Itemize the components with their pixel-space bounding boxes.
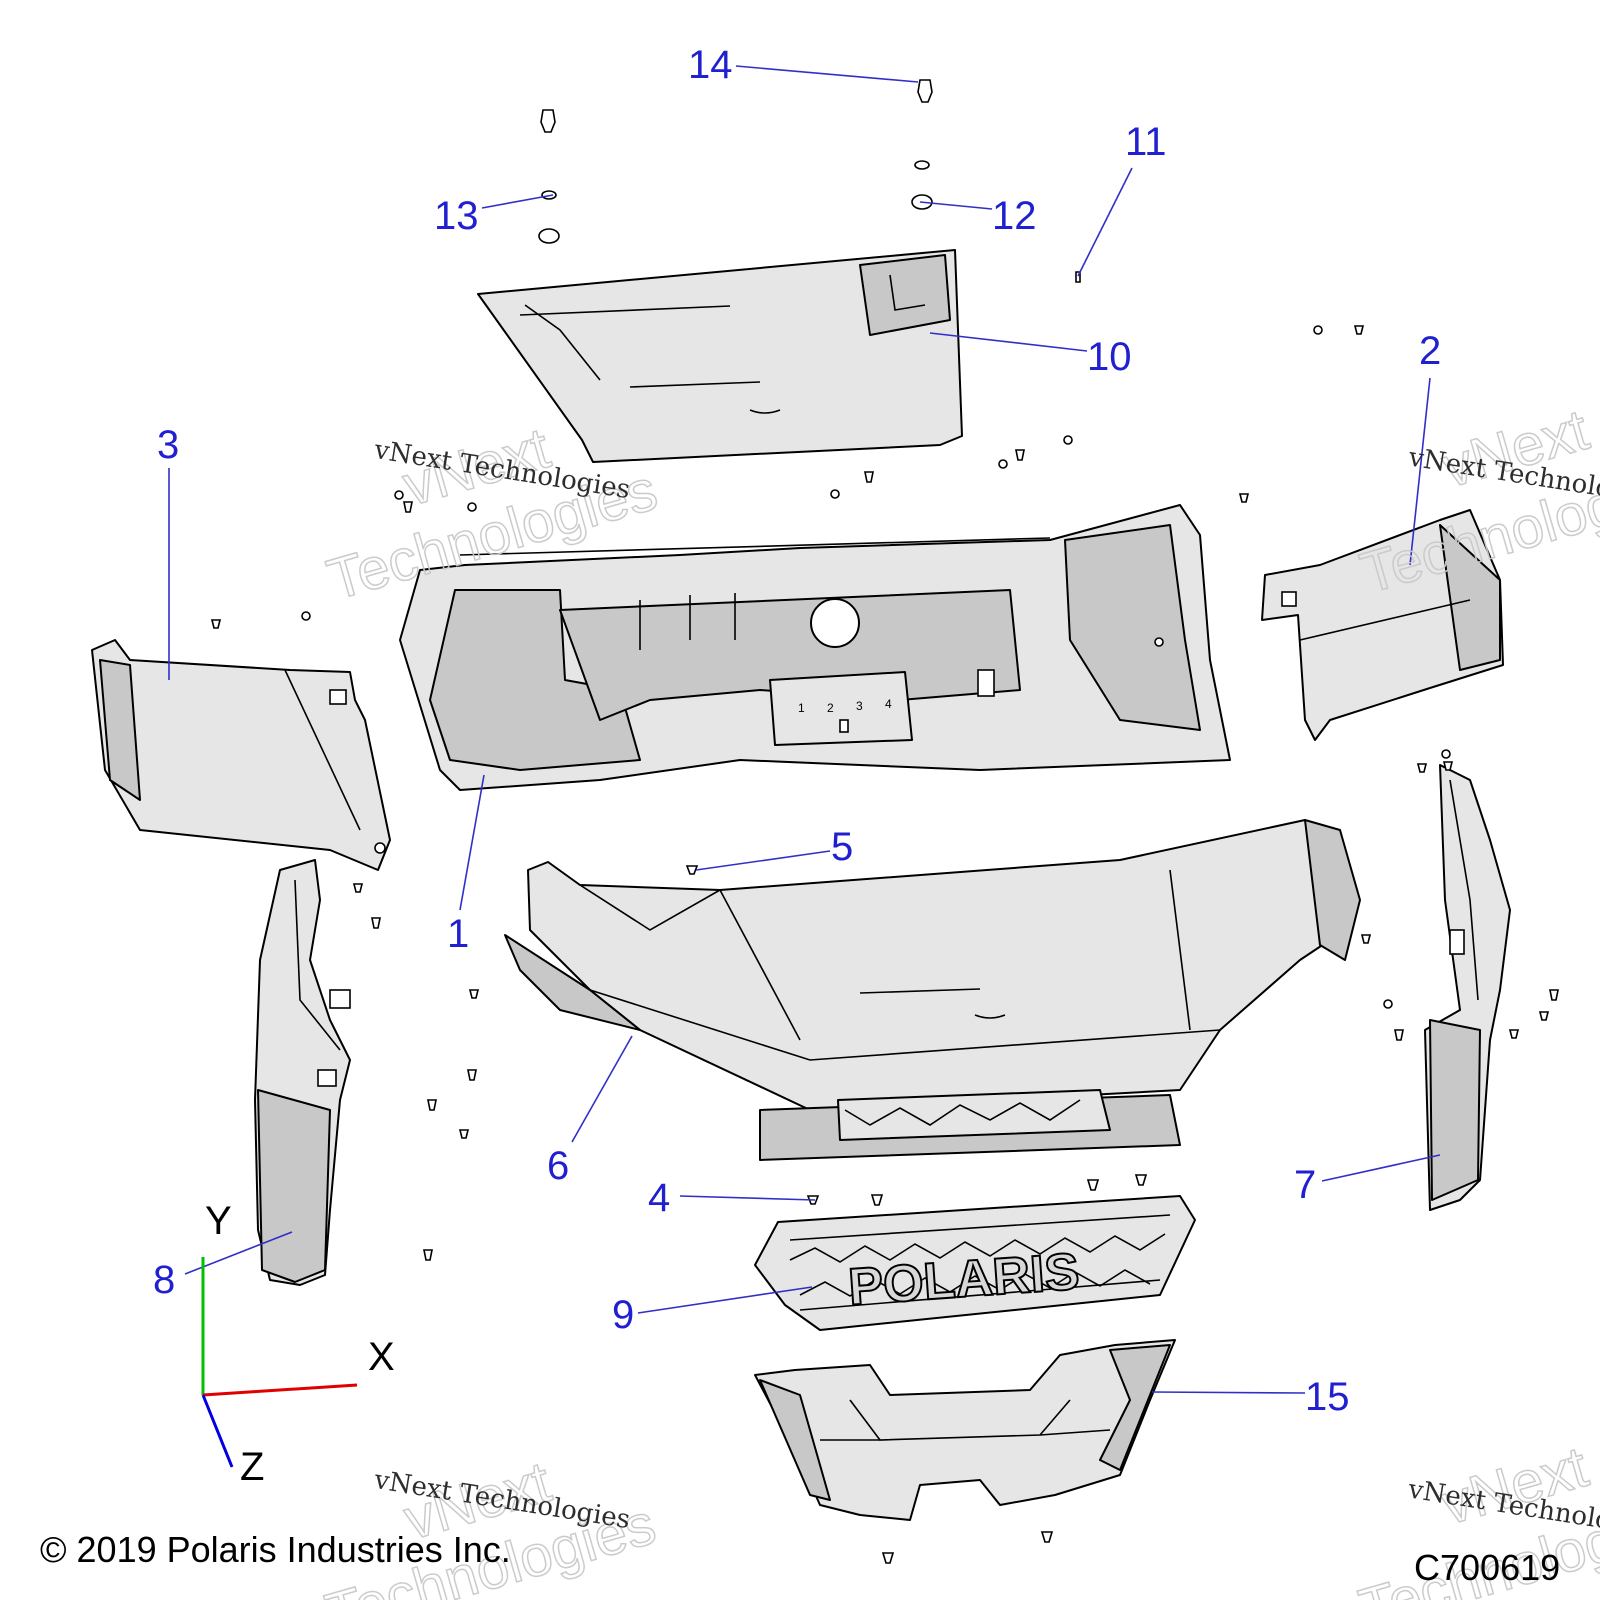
z-axis-line [201,1394,234,1468]
plate-digit-3: 3 [856,699,863,713]
skid-plate-part-15 [754,1339,1176,1521]
callout-14: 14 [688,43,733,87]
front-fascia-part-6 [504,819,1361,1161]
callout-8: 8 [153,1258,175,1302]
callout-1: 1 [447,912,469,956]
axis-label-x: X [368,1335,395,1379]
callout-9: 9 [612,1293,634,1337]
callout-11: 11 [1125,120,1167,164]
callout-4: 4 [648,1176,670,1220]
callout-2: 2 [1419,329,1441,373]
callout-10: 10 [1087,335,1132,379]
plate-digit-4: 4 [885,697,892,711]
callout-12: 12 [992,194,1037,238]
plate-digit-1: 1 [798,701,805,715]
callout-15: 15 [1305,1375,1350,1419]
callout-13: 13 [434,194,479,238]
callouts: 1 2 3 4 5 6 7 8 9 10 11 12 13 14 15 [153,43,1441,1419]
callout-7: 7 [1294,1163,1316,1207]
copyright-text: © 2019 Polaris Industries Inc. [40,1529,511,1570]
fasteners [210,79,1559,1564]
axis-label-y: Y [205,1199,232,1243]
plate-digit-2: 2 [827,701,834,715]
left-fender-part-8 [254,859,351,1286]
callout-5: 5 [831,825,853,869]
x-axis-line [202,1383,358,1397]
left-side-panel-part-3 [91,639,391,871]
grille-part-9: POLARIS [754,1195,1196,1331]
hood-part-10 [477,249,963,463]
figure-id: C700619 [1414,1547,1560,1588]
axis-label-z: Z [240,1445,264,1489]
leader-lines [168,65,1441,1394]
axis-triad: Y X Z [201,1199,395,1489]
callout-6: 6 [547,1144,569,1188]
callout-3: 3 [157,423,179,467]
dash-panel-part-1: 1 2 3 4 [399,504,1231,791]
right-side-panel-part-2 [1261,509,1504,741]
right-fender-part-7 [1424,764,1511,1211]
